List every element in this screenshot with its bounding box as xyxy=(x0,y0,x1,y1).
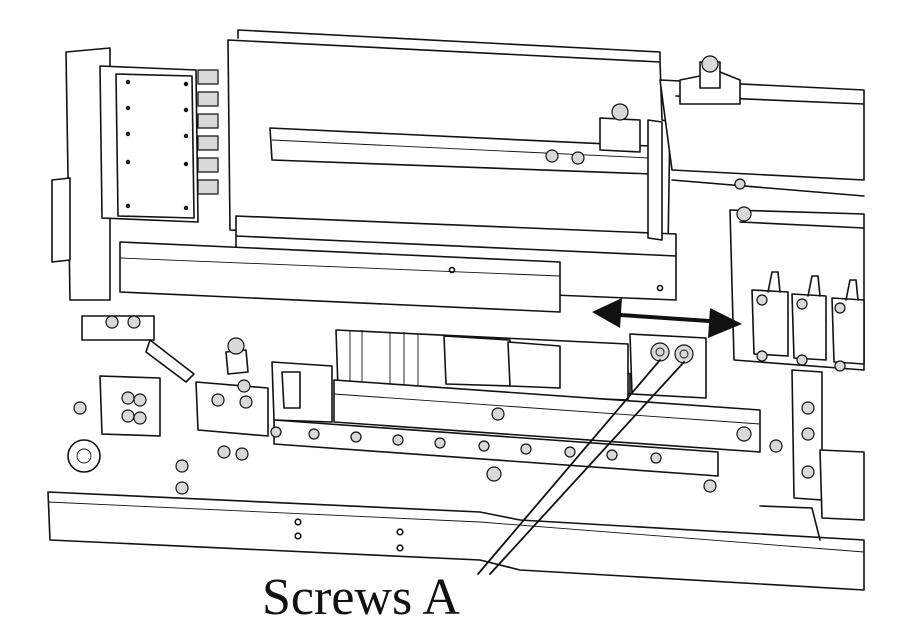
screws-a-label: Screws A xyxy=(262,569,460,626)
right-vertical-bracket xyxy=(791,369,865,521)
vertical-posts xyxy=(545,55,721,241)
lower-rail xyxy=(273,379,783,493)
screw-a-right xyxy=(674,344,694,364)
guide-rail xyxy=(119,215,677,313)
central-mechanism xyxy=(271,329,629,423)
micro-switches xyxy=(751,271,865,372)
left-lower-cluster xyxy=(67,315,282,495)
left-bracket xyxy=(51,47,219,301)
screw-a-left xyxy=(650,342,670,362)
adjustment-arrow xyxy=(592,298,742,338)
top-frame xyxy=(227,29,865,249)
callout-leaders xyxy=(477,359,685,575)
base-plate xyxy=(47,491,865,591)
